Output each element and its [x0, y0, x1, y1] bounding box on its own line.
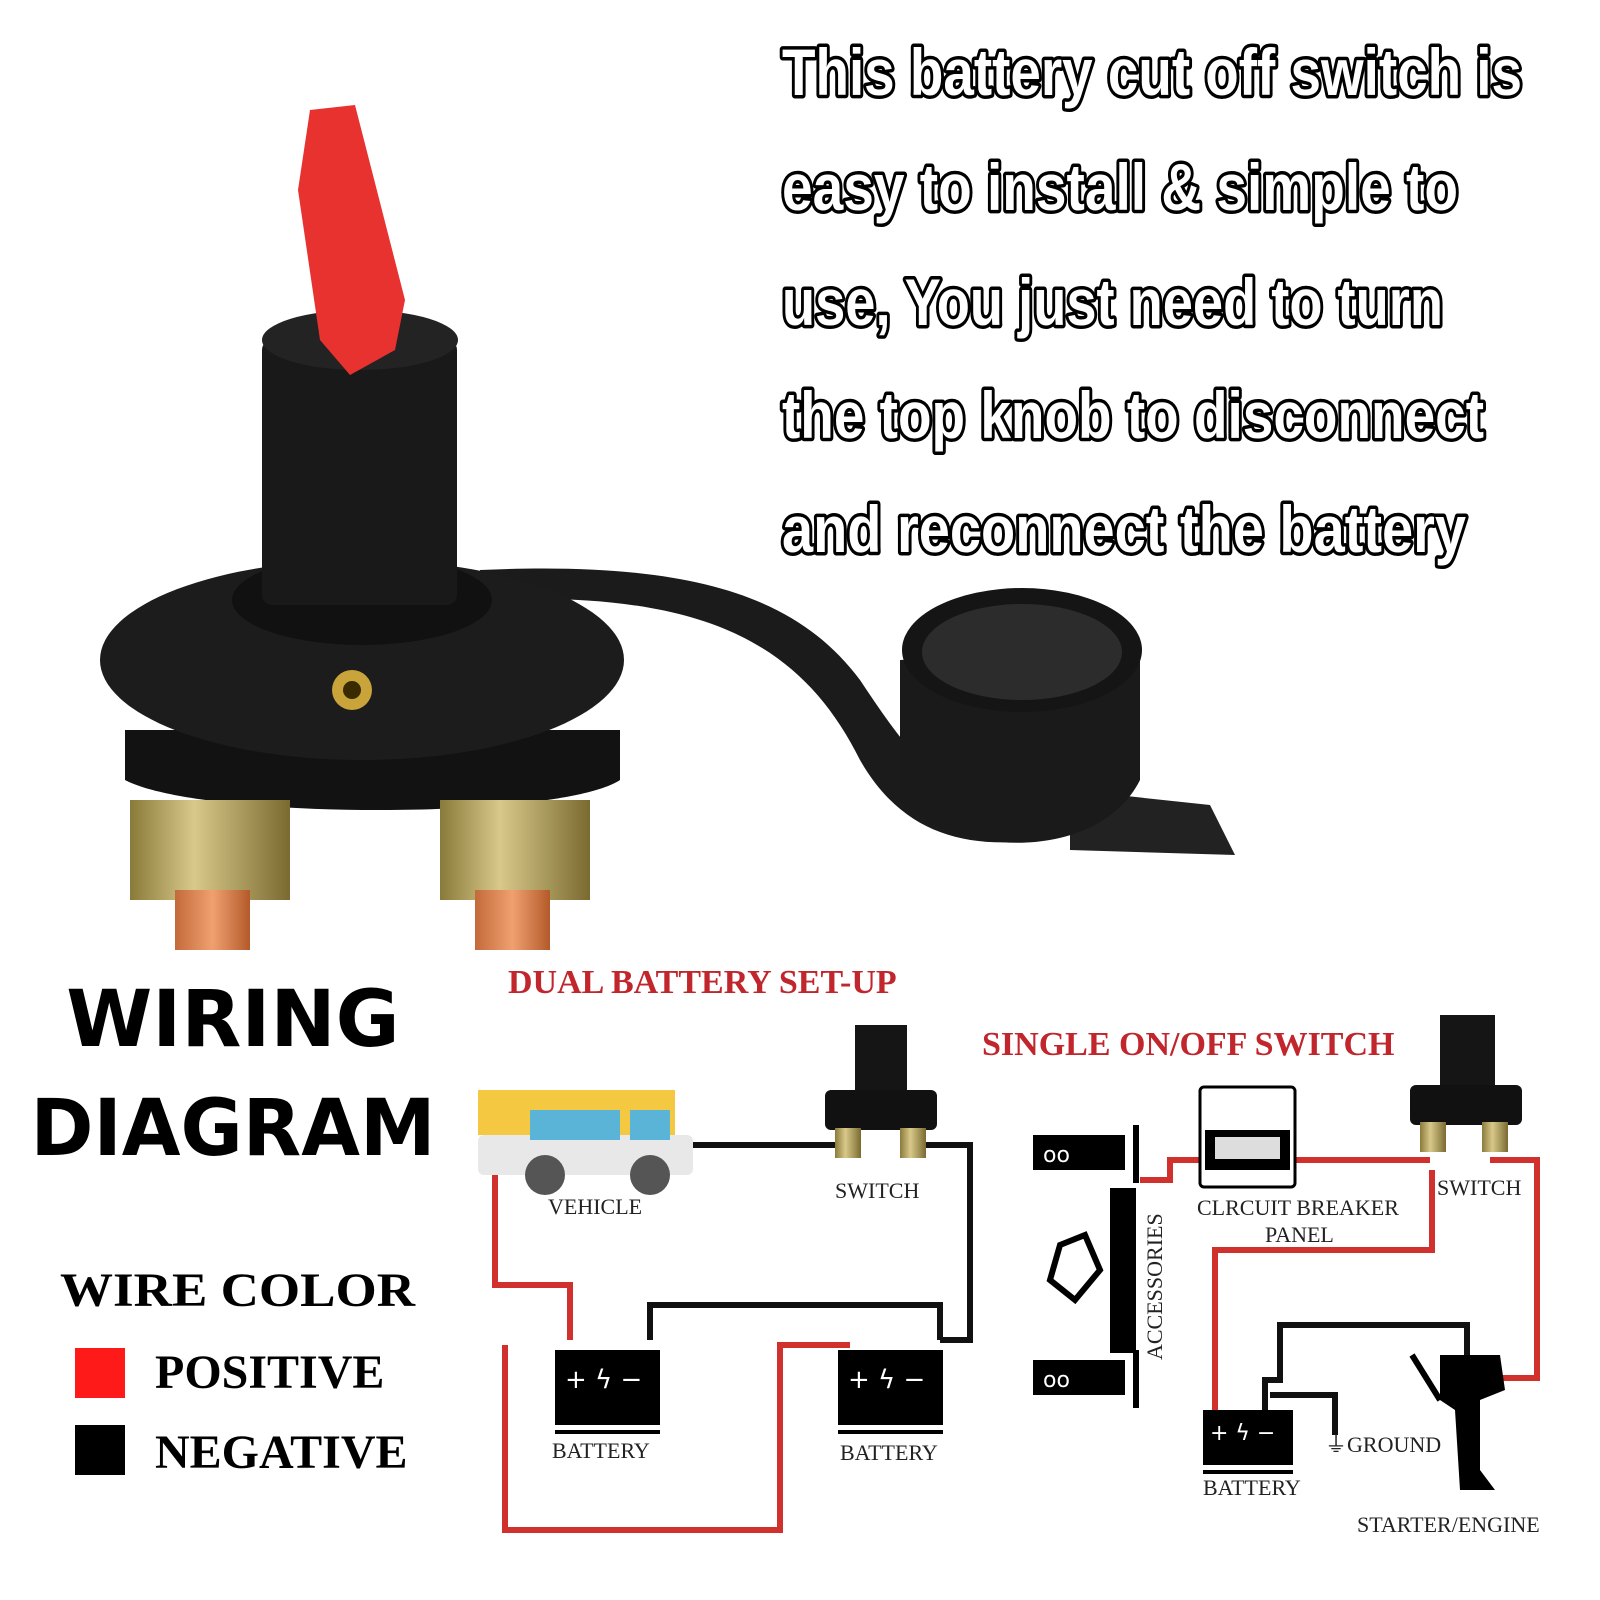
battery-1-label: BATTERY — [552, 1438, 650, 1463]
promo-line-3: use, You just need to turn — [782, 265, 1443, 339]
accessories-label: ACCESSORIES — [1142, 1213, 1167, 1360]
single-switch-diagram: SINGLE ON/OFF SWITCH oo oo ACCESSORIES C… — [982, 1015, 1540, 1537]
promo-line-5: and reconnect the battery — [782, 492, 1466, 566]
positive-wire — [502, 1342, 850, 1533]
legend-title: WIRE COLOR — [60, 1264, 416, 1317]
ground-text: GROUND — [1347, 1432, 1441, 1457]
switch-column — [262, 340, 457, 605]
single-title: SINGLE ON/OFF SWITCH — [982, 1026, 1394, 1063]
svg-text:+ ϟ −: + ϟ − — [565, 1365, 642, 1395]
battery-icon: + ϟ − — [1203, 1410, 1293, 1474]
positive-wire — [1212, 1170, 1435, 1410]
battery-switch-product — [100, 105, 1235, 950]
switch-icon — [825, 1025, 937, 1158]
svg-text:+ ϟ −: + ϟ − — [848, 1365, 925, 1395]
vehicle-label: VEHICLE — [548, 1194, 642, 1219]
switch-icon — [1410, 1015, 1522, 1152]
promo-line-2: easy to install & simple to — [782, 150, 1458, 224]
svg-text:oo: oo — [1043, 1143, 1070, 1168]
switch-base — [100, 560, 624, 760]
battery-icon: + ϟ − — [838, 1350, 943, 1434]
negative-wire — [647, 1302, 943, 1340]
outboard-engine-icon — [1409, 1353, 1505, 1490]
legend-positive: POSITIVE — [155, 1346, 384, 1399]
battery-2-label: BATTERY — [840, 1440, 938, 1465]
negative-wire — [1262, 1322, 1470, 1410]
promo-line-1: This battery cut off switch is — [782, 35, 1522, 109]
ground-symbol: ⏚ — [1325, 1432, 1347, 1457]
terminal-right — [440, 800, 590, 950]
positive-wire — [1140, 1157, 1200, 1183]
horn-icon — [1046, 1231, 1104, 1305]
promo-line-4: the top knob to disconnect — [782, 378, 1484, 452]
breaker-label-1: CLRCUIT BREAKER — [1197, 1195, 1399, 1220]
breaker-label-2: PANEL — [1265, 1222, 1334, 1247]
ground-wire — [1270, 1392, 1338, 1435]
promo-text: This battery cut off switch is easy to i… — [779, 32, 1526, 570]
ground-label: ⏚GROUND — [1325, 1432, 1441, 1457]
battery-label: BATTERY — [1203, 1475, 1301, 1500]
positive-wire — [1490, 1157, 1540, 1381]
positive-wire — [492, 1175, 573, 1340]
switch-label: SWITCH — [835, 1178, 919, 1203]
accessory-panel-icon — [1110, 1188, 1136, 1353]
vehicle-icon — [478, 1090, 693, 1195]
dual-title: DUAL BATTERY SET-UP — [508, 964, 897, 1001]
switch-label: SWITCH — [1437, 1175, 1521, 1200]
negative-swatch — [75, 1425, 125, 1475]
terminal-left — [130, 800, 290, 950]
dust-cap — [900, 588, 1142, 843]
positive-swatch — [75, 1348, 125, 1398]
heading-line-2: DIAGRAM — [31, 1084, 436, 1174]
legend-negative: NEGATIVE — [155, 1426, 408, 1479]
svg-text:+ ϟ −: + ϟ − — [1210, 1421, 1275, 1446]
heading-line-1: WIRING — [66, 975, 399, 1065]
accessory-outlet-icon: oo — [1033, 1125, 1139, 1183]
dual-battery-diagram: DUAL BATTERY SET-UP VEHICLE SWITCH + ϟ −… — [478, 964, 973, 1533]
accessory-outlet-icon: oo — [1033, 1350, 1139, 1408]
circuit-breaker-icon — [1198, 1085, 1297, 1189]
battery-icon: + ϟ − — [555, 1350, 660, 1434]
negative-wire — [910, 1142, 973, 1343]
red-key-knob — [298, 105, 405, 375]
engine-label: STARTER/ENGINE — [1357, 1512, 1540, 1537]
svg-text:oo: oo — [1043, 1368, 1070, 1393]
